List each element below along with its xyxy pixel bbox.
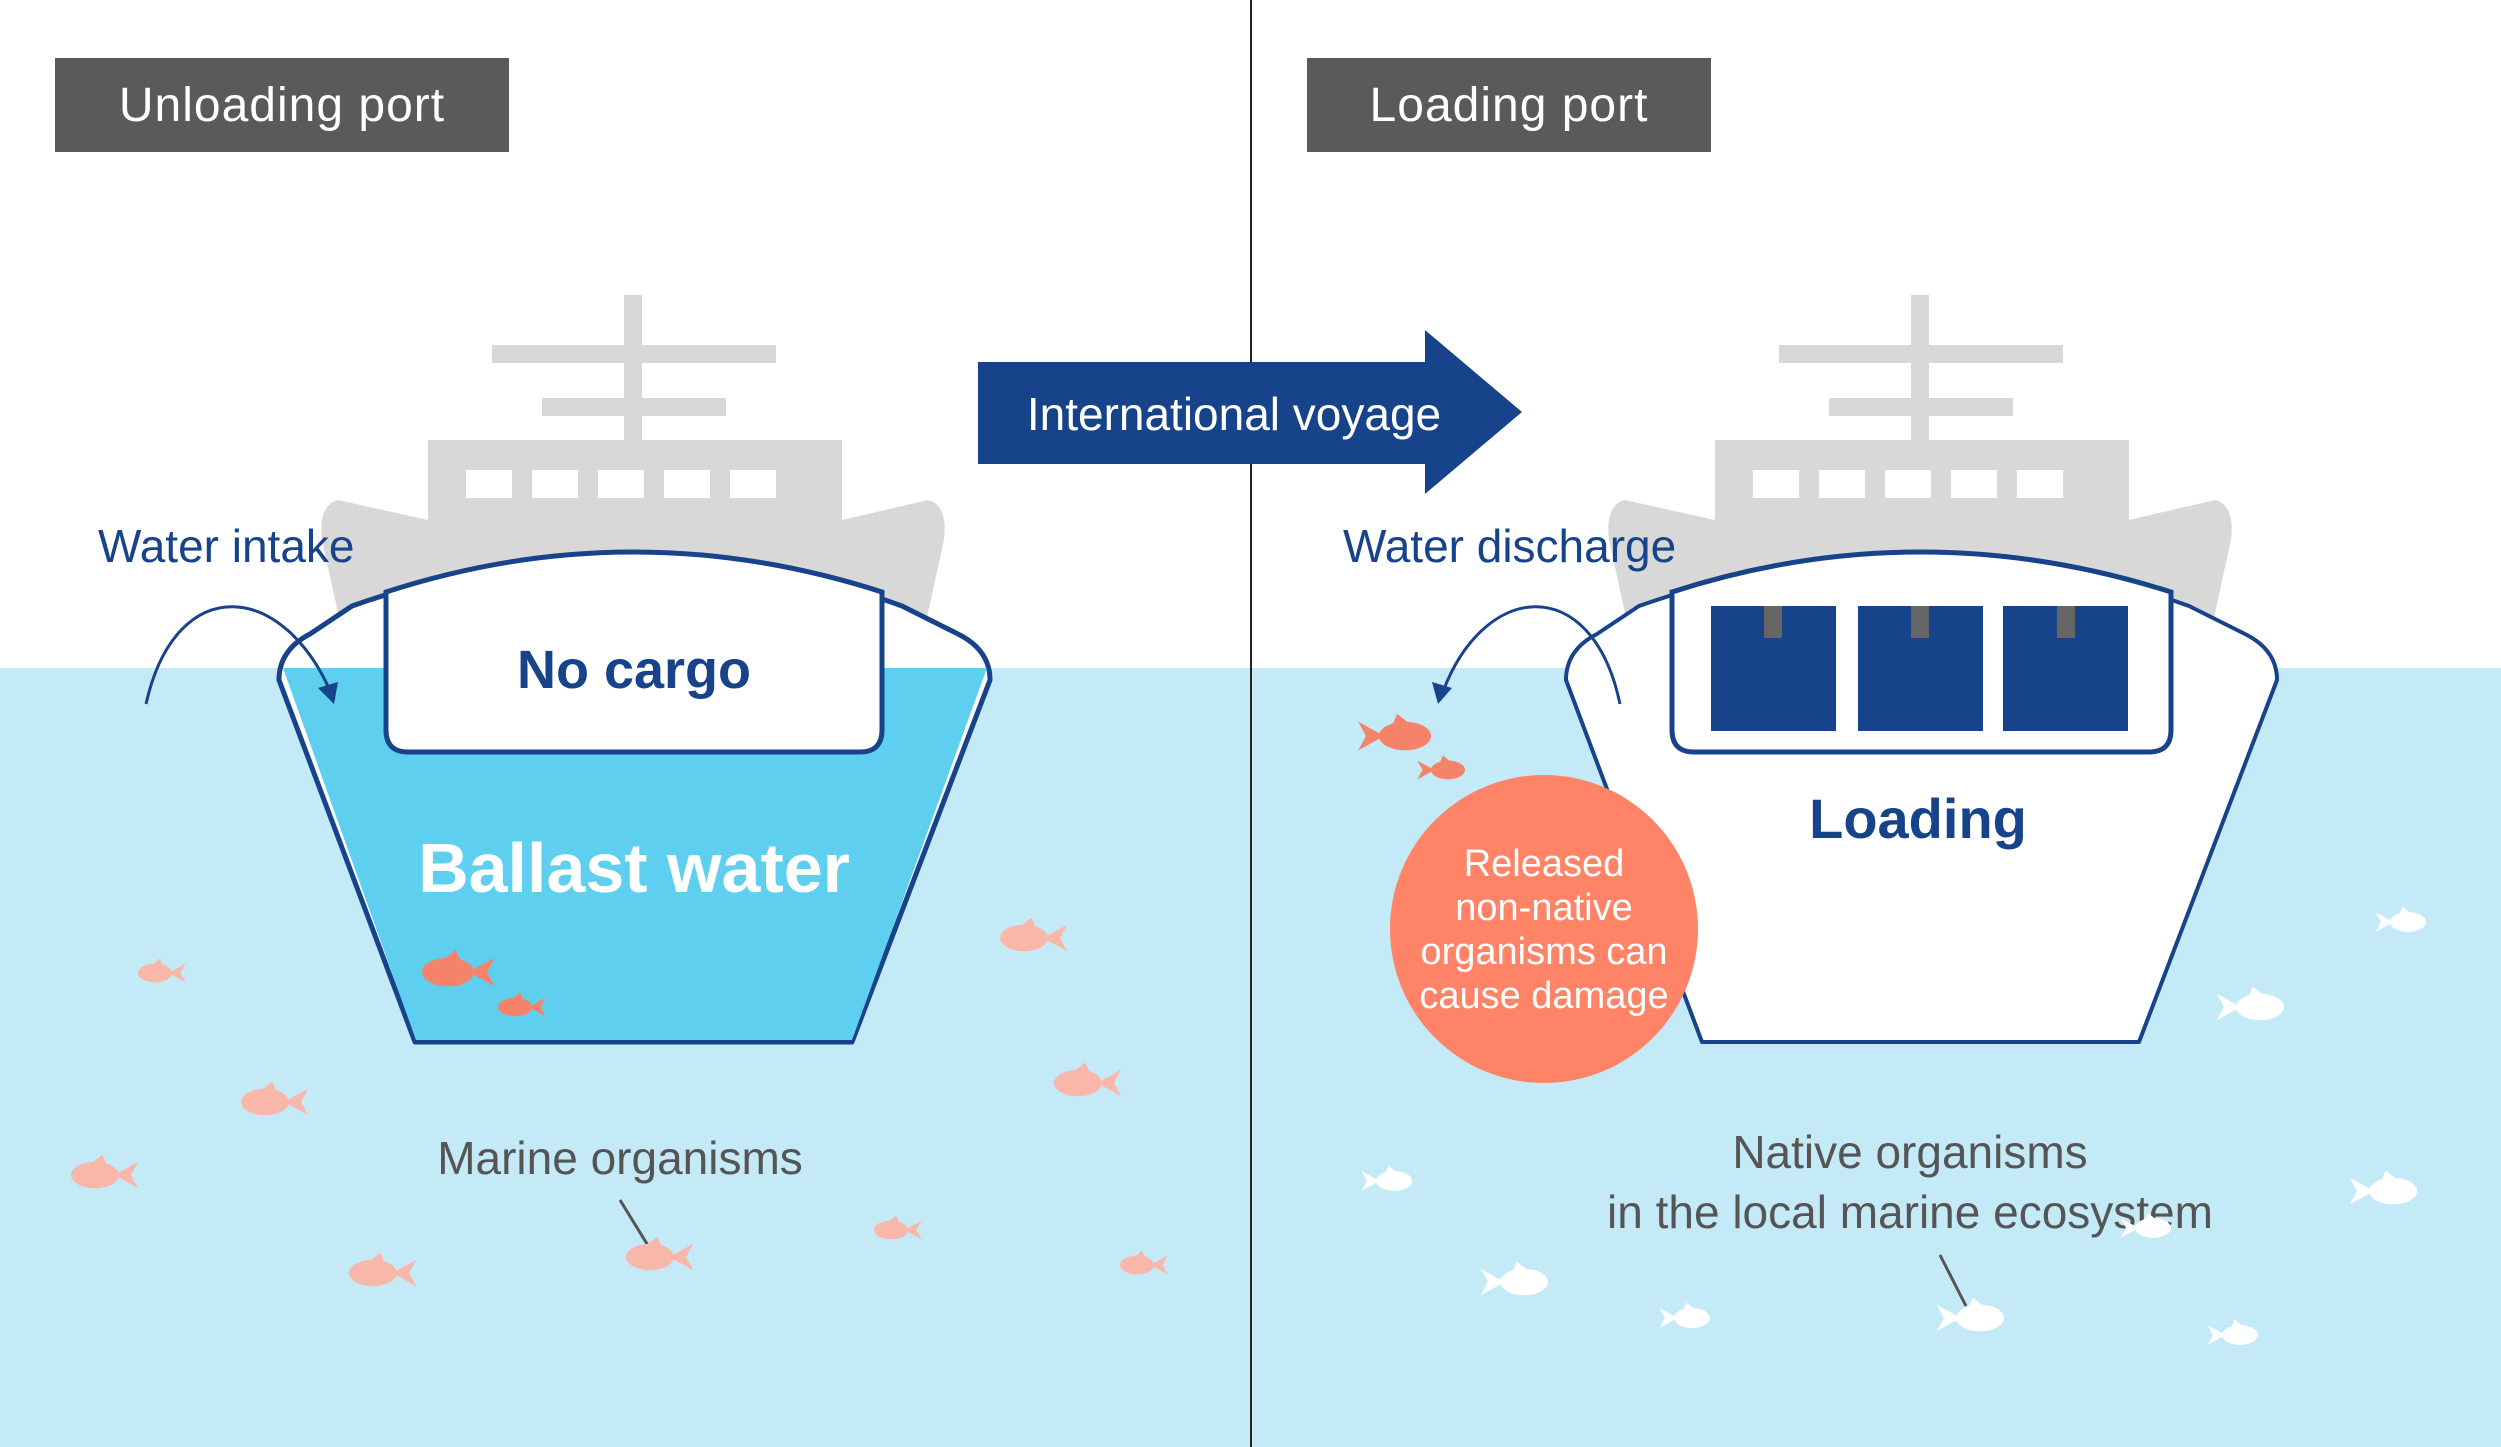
ballast-water-label: Ballast water <box>418 829 850 907</box>
unloading-port-panel: Unloading port No cargo Ballast water Wa… <box>55 58 1168 1287</box>
loading-label: Loading <box>1809 787 2027 850</box>
water-intake-label: Water intake <box>98 520 355 572</box>
unloading-port-tag <box>55 58 509 152</box>
international-voyage-arrow: International voyage <box>978 330 1522 494</box>
warning-line-4: cause damage <box>1419 975 1668 1017</box>
native-organisms-line-1: Native organisms <box>1732 1126 2087 1178</box>
native-organisms-line-2: in the local marine ecosystem <box>1607 1186 2213 1238</box>
marine-organisms-label: Marine organisms <box>437 1132 803 1184</box>
no-cargo-label: No cargo <box>517 640 751 700</box>
warning-line-3: organisms can <box>1420 931 1667 973</box>
marine-organisms-pointer <box>618 1199 654 1253</box>
water-discharge-arrowhead <box>1432 682 1452 704</box>
native-organisms-pointer <box>1938 1254 1968 1307</box>
cargo-containers <box>1711 606 2128 731</box>
international-voyage-label: International voyage <box>1027 388 1441 440</box>
water-discharge-label: Water discharge <box>1343 520 1676 572</box>
unloading-port-label: Unloading port <box>119 79 445 132</box>
warning-line-1: Released <box>1464 843 1625 885</box>
water-intake-arrow <box>144 605 336 705</box>
warning-line-2: non-native <box>1455 887 1632 929</box>
loading-port-label: Loading port <box>1370 79 1649 132</box>
ballast-water-tank <box>283 668 987 1040</box>
warning-circle <box>1390 775 1698 1083</box>
loading-port-panel: Loading port Loading <box>1307 58 2426 1345</box>
water-discharge-arrow <box>1438 605 1622 705</box>
cargo-hold-left <box>383 549 885 755</box>
water-intake-arrowhead <box>318 682 338 704</box>
loading-port-tag <box>1307 58 1711 152</box>
